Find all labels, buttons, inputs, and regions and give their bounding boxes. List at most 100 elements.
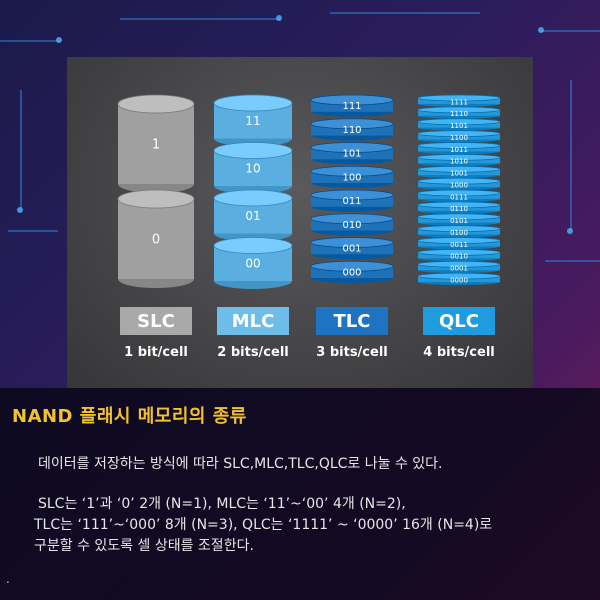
description-area: NAND 플래시 메모리의 종류 데이터를 저장하는 방식에 따라 SLC,ML… <box>0 388 600 600</box>
tlc-cell: 000 <box>310 260 394 283</box>
cell-top <box>417 189 501 197</box>
cell-bit-label: 00 <box>245 256 260 270</box>
cell-top <box>417 106 501 114</box>
cell-body-cover <box>311 100 393 112</box>
tlc-bits-label: 3 bits/cell <box>316 345 387 360</box>
cell-top <box>417 118 501 126</box>
tlc-cell: 011 <box>310 189 394 212</box>
cell-body-cover <box>311 195 393 207</box>
cell-bit-label: 100 <box>342 172 361 183</box>
qlc-type-label: QLC <box>439 311 479 332</box>
tlc-cell: 001 <box>310 237 394 260</box>
cell-bit-label: 01 <box>245 209 260 223</box>
cell-bit-label: 011 <box>342 196 361 207</box>
cell-top <box>310 213 394 225</box>
cell-bit-label: 10 <box>245 161 260 175</box>
cell-top <box>417 142 501 149</box>
cell-top <box>417 165 501 173</box>
paragraph-2-line-1: SLC는 ‘1’과 ‘0’ 2개 (N=1), MLC는 ‘11’~‘00’ 4… <box>38 496 406 512</box>
paragraph-2-line-3: 구분할 수 있도록 셀 상태를 조절한다. <box>34 538 254 554</box>
cell-top <box>310 189 394 201</box>
mlc-cell: 01 <box>213 189 293 242</box>
cell-bit-label: 110 <box>342 125 361 136</box>
cell-bit-label: 0010 <box>450 253 468 261</box>
cell-body-cover <box>311 266 393 278</box>
cell-body-cover <box>311 218 393 231</box>
cell-top <box>213 94 293 112</box>
cell-bit-label: 1010 <box>450 158 468 166</box>
cell-bit-label: 1000 <box>450 181 468 189</box>
slc-label-box <box>120 307 192 335</box>
qlc-cell: 0001 <box>417 260 501 274</box>
cell-top <box>417 272 501 280</box>
tlc-cell: 111 <box>310 94 394 117</box>
qlc-cell: 1000 <box>417 177 501 190</box>
cell-bit-label: 1 <box>152 137 160 152</box>
cell-body-cover <box>311 171 393 183</box>
cell-bit-label: 0100 <box>450 229 468 237</box>
slc-type-label: SLC <box>137 311 175 332</box>
qlc-cell: 1101 <box>417 118 501 131</box>
cell-body-cover <box>118 104 194 184</box>
mlc-bits-label: 2 bits/cell <box>217 345 288 360</box>
cell-top <box>117 189 195 209</box>
qlc-cell: 0100 <box>417 225 501 238</box>
cell-top <box>417 260 501 268</box>
cell-top <box>417 153 501 161</box>
cell-top <box>417 225 501 233</box>
qlc-cell: 1100 <box>417 130 501 143</box>
cell-bit-label: 010 <box>342 220 361 231</box>
cell-bit-label: 0111 <box>450 193 468 201</box>
tlc-cell: 110 <box>310 118 394 141</box>
cell-top <box>213 142 293 159</box>
qlc-cell: 1110 <box>417 106 501 119</box>
qlc-cell: 0000 <box>417 272 501 285</box>
cell-bit-label: 001 <box>342 244 361 255</box>
slc-bits-label: 1 bit/cell <box>124 345 188 360</box>
cell-top <box>417 201 501 209</box>
cell-bit-label: 0110 <box>450 205 468 213</box>
cell-top <box>417 237 501 244</box>
trailing-dot: . <box>6 572 10 586</box>
cell-top <box>310 165 394 177</box>
cell-bit-label: 0011 <box>450 241 468 249</box>
tlc-label-box <box>316 307 388 335</box>
mlc-cell: 11 <box>213 94 293 147</box>
cell-bit-label: 11 <box>245 114 260 128</box>
cell-body-cover <box>118 199 194 279</box>
qlc-cell: 1111 <box>417 94 501 107</box>
cell-bit-label: 1001 <box>450 170 468 178</box>
cell-bit-label: 0 <box>152 232 160 247</box>
tlc-cell: 010 <box>310 213 394 236</box>
cell-top <box>417 130 501 138</box>
mlc-cell: 10 <box>213 142 293 194</box>
qlc-label-box <box>423 307 495 335</box>
cell-bit-label: 1111 <box>450 98 468 106</box>
qlc-cell: 0101 <box>417 213 501 226</box>
cell-bit-label: 0001 <box>450 265 468 273</box>
cell-top <box>310 237 394 248</box>
cell-top <box>417 94 501 102</box>
cell-top <box>310 118 394 130</box>
cell-top <box>213 237 293 254</box>
paragraph-2-line-2: TLC는 ‘111’~‘000’ 8개 (N=3), QLC는 ‘1111’ ~… <box>34 517 493 533</box>
cell-body-cover <box>311 242 393 255</box>
cell-top <box>417 177 501 185</box>
cell-bit-label: 111 <box>342 101 361 112</box>
tlc-cell: 100 <box>310 165 394 188</box>
mlc-label-box <box>217 307 289 335</box>
qlc-stack: 1111111011011100101110101001100001110110… <box>417 94 501 360</box>
cell-bit-label: 101 <box>342 149 361 160</box>
qlc-cell: 0110 <box>417 201 501 214</box>
cell-top <box>417 213 501 221</box>
cell-bit-label: 0000 <box>450 276 468 284</box>
cell-body-cover <box>311 147 393 160</box>
cell-top <box>117 94 195 114</box>
cell-bit-label: 1101 <box>450 122 468 130</box>
qlc-cell: 1010 <box>417 153 501 167</box>
cell-body-cover <box>311 123 393 136</box>
